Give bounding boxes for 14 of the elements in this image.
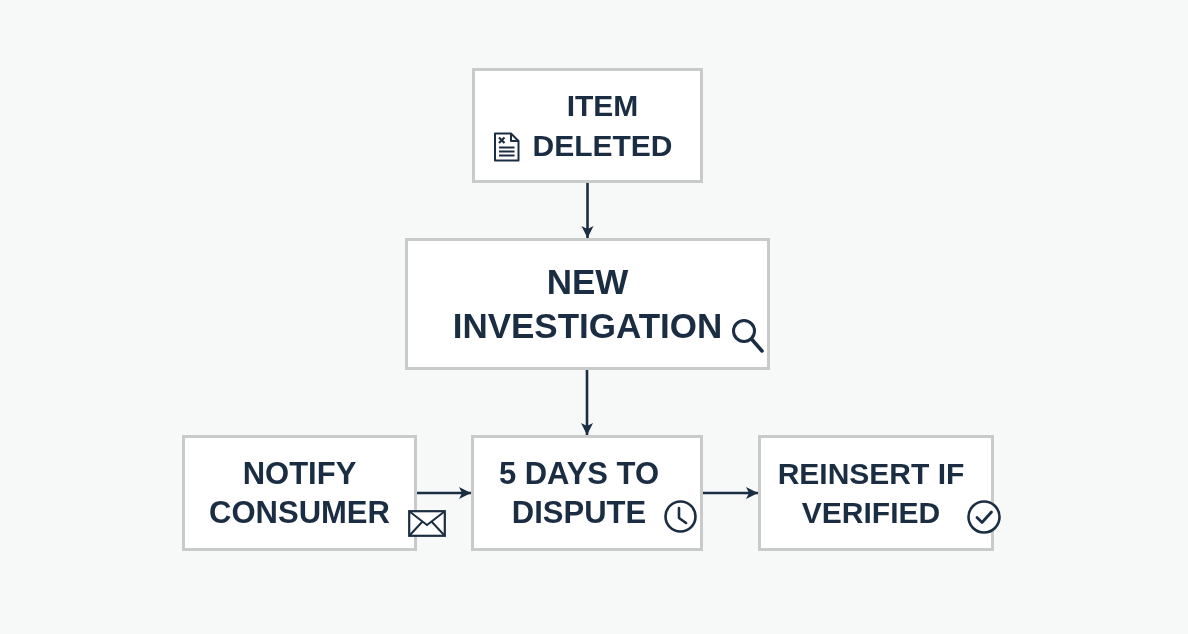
process-box	[758, 435, 994, 551]
step-label: 5 DAYS TO DISPUTE	[497, 455, 661, 532]
arrow	[703, 487, 758, 499]
process-box	[405, 238, 770, 370]
arrow	[581, 183, 594, 238]
arrow	[581, 370, 593, 435]
step-label: NEW INVESTIGATION	[451, 261, 724, 347]
step-label: NOTIFY CONSUMER	[208, 455, 391, 532]
step-label: ITEM DELETED	[531, 87, 674, 164]
arrow	[417, 487, 471, 499]
process-box	[182, 435, 417, 551]
step-label: REINSERT IF VERIFIED	[776, 456, 966, 531]
process-box	[472, 68, 703, 183]
process-box	[471, 435, 703, 551]
